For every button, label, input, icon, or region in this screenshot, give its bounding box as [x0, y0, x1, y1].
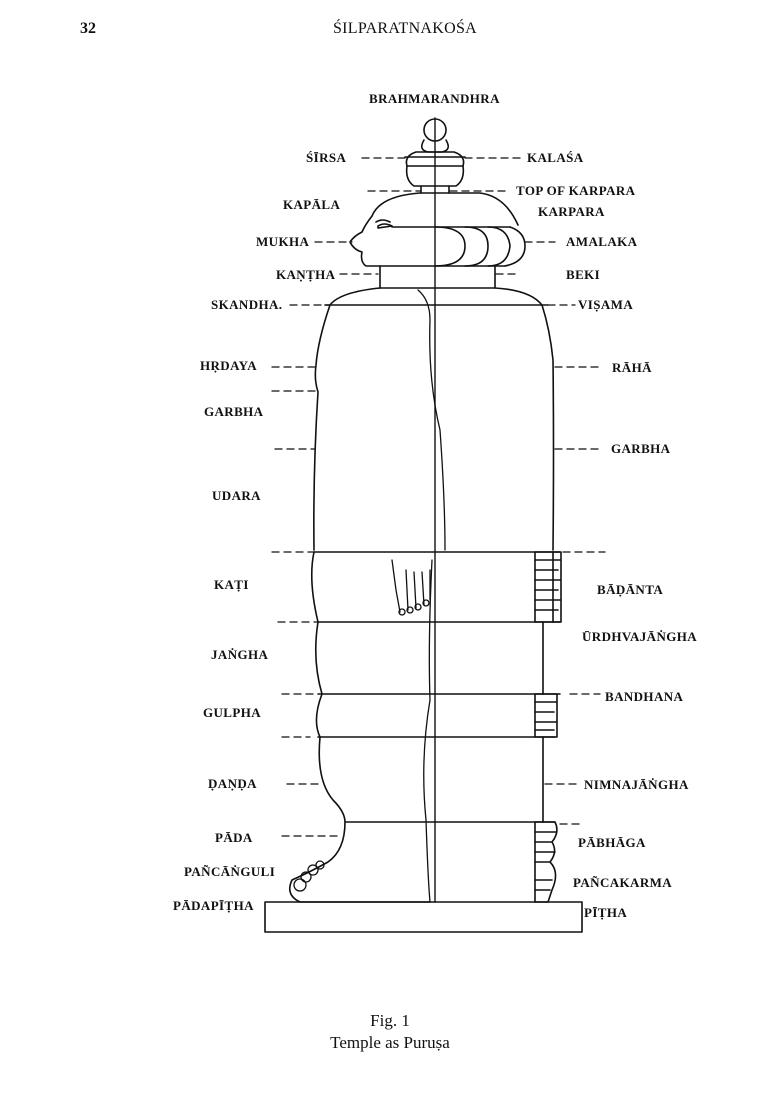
- label-top-of-karpara: TOP OF KARPARA: [516, 183, 636, 198]
- label-mukha: MUKHA: [256, 234, 310, 249]
- label-danda: ḌAṆḌA: [208, 776, 257, 791]
- label-udara: UDARA: [212, 488, 261, 503]
- label-pancakarma: PAÑCAKARMA: [573, 875, 673, 890]
- label-jangha: JAṄGHA: [211, 647, 269, 662]
- label-pada: PĀDA: [215, 830, 253, 845]
- label-badanta: BĀḌĀNTA: [597, 582, 664, 597]
- horizontal-bands: [313, 551, 561, 823]
- label-pitha: PĪṬHA: [584, 905, 628, 920]
- label-kapala: KAPĀLA: [283, 197, 341, 212]
- neck-beki: [379, 265, 496, 289]
- label-hrdaya: HṚDAYA: [200, 358, 258, 373]
- page-number: 32: [80, 20, 96, 37]
- label-skandha: SKANDHA.: [211, 297, 283, 312]
- label-kalasa: KALAŚA: [527, 150, 584, 165]
- label-raha: RĀHĀ: [612, 360, 652, 375]
- label-gulpha: GULPHA: [203, 705, 262, 720]
- label-brahmarandhra: BRAHMARANDHRA: [369, 91, 500, 106]
- label-sirsa: ŚĪRSA: [306, 150, 347, 165]
- leader-lines: [271, 157, 606, 837]
- figure-title: Temple as Puruṣa: [330, 1033, 450, 1052]
- label-urdhvajangha: ŪRDHVAJĀṄGHA: [582, 629, 698, 644]
- label-visama: VIṢAMA: [578, 297, 634, 312]
- inner-leg: [423, 559, 433, 903]
- label-amalaka: AMALAKA: [566, 234, 638, 249]
- figure-number: Fig. 1: [370, 1011, 410, 1030]
- running-title: ŚILPARATNAKOŚA: [332, 20, 478, 37]
- head-karpara-icon: [349, 192, 526, 267]
- label-pancanguli: PAÑCĀṄGULI: [184, 864, 276, 879]
- body-shikhara: [313, 287, 555, 551]
- label-garbha-left: GARBHA: [204, 404, 264, 419]
- label-kantha: KAṆṬHA: [276, 267, 336, 282]
- label-nimnajangha: NIMNAJĀṄGHA: [584, 777, 689, 792]
- label-beki: BEKI: [566, 267, 601, 282]
- base-pitha: [264, 901, 583, 933]
- temple-wall: [534, 551, 562, 903]
- toes-icon: [293, 860, 325, 892]
- label-pabhaga: PĀBHĀGA: [578, 835, 646, 850]
- label-kati: KAṬI: [214, 577, 249, 592]
- label-bandhana: BANDHANA: [605, 689, 684, 704]
- label-garbha-right: GARBHA: [611, 441, 671, 456]
- leg-profile: [289, 551, 431, 903]
- hand-icon: [391, 559, 431, 616]
- label-padapitha: PĀDAPĪṬHA: [173, 898, 254, 913]
- label-karpara: KARPARA: [538, 204, 605, 219]
